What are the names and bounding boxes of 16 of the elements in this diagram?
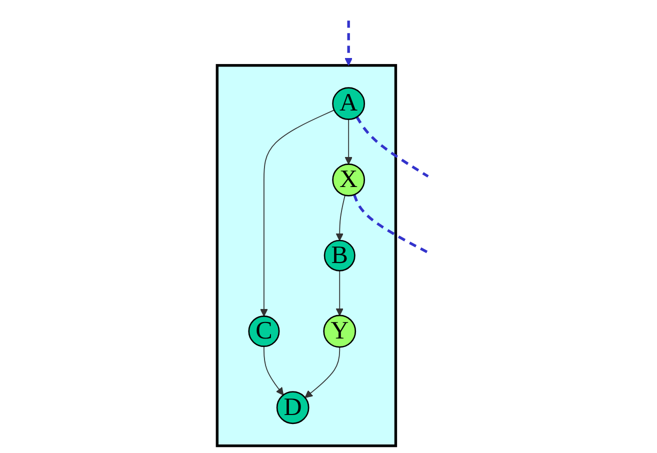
arrow bbox=[263, 346, 284, 396]
node-circle: Y bbox=[322, 314, 356, 348]
node-circle: X bbox=[332, 164, 365, 196]
node-circle: B bbox=[324, 240, 356, 272]
arrow bbox=[304, 346, 340, 398]
arrow bbox=[344, 20, 352, 66]
arrow bbox=[335, 194, 346, 241]
connector bbox=[355, 116, 428, 178]
arrow bbox=[344, 118, 352, 165]
arrow bbox=[260, 110, 334, 317]
node-circle: A bbox=[332, 87, 365, 120]
cluster bbox=[215, 64, 397, 448]
arrow bbox=[335, 270, 344, 316]
node-circle: C bbox=[248, 316, 280, 348]
node-circle: D bbox=[276, 391, 309, 424]
connector bbox=[352, 194, 428, 254]
